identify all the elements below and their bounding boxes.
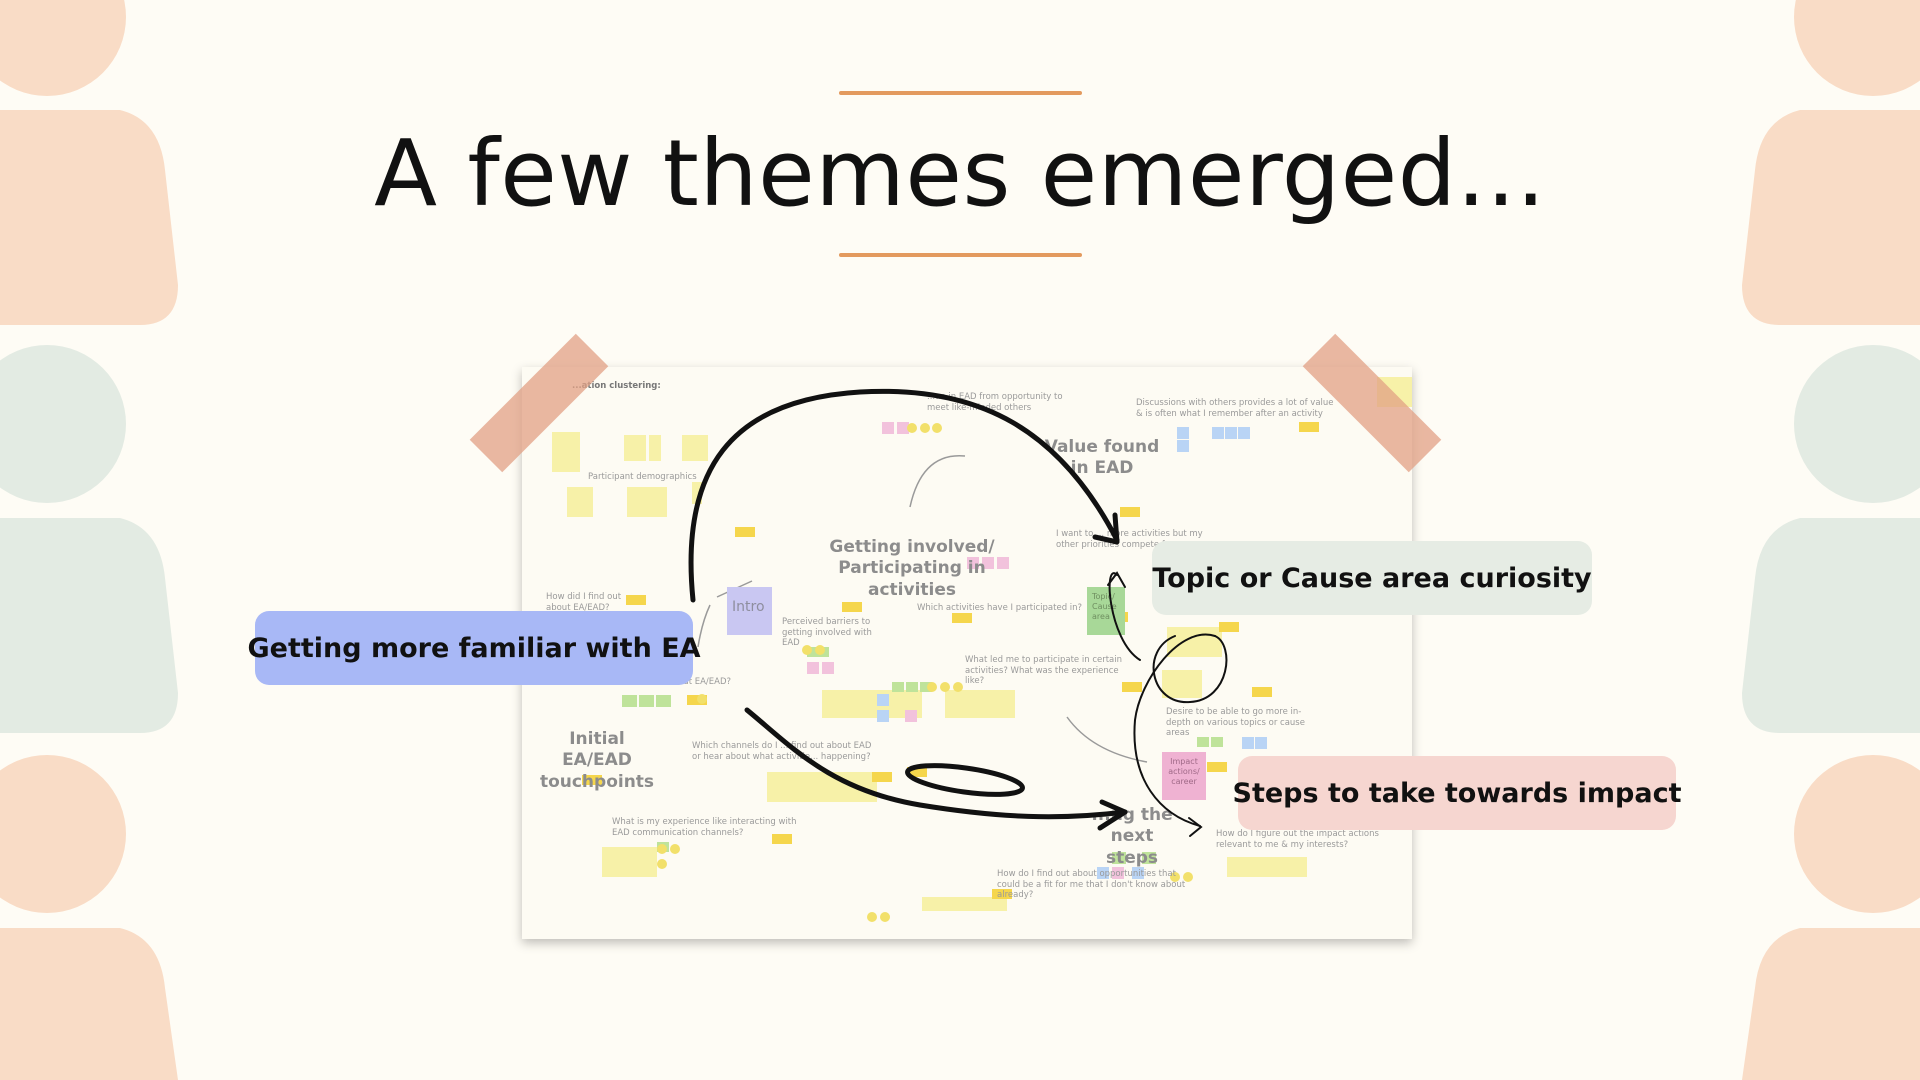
deco-circle-left-2 [0,345,126,503]
note-discussions: Discussions with others provides a lot o… [1136,398,1334,419]
note-topic-cause: Topic/ Cause area [1092,592,1117,621]
theme-pill-familiar: Getting more familiar with EA [247,611,701,685]
board-corner-label: ...ation clustering: [572,381,661,391]
theme-pill-impact: Steps to take towards impact [1233,756,1681,830]
note-intro: Intro [732,599,765,615]
note-what-led: What led me to participate in certain ac… [965,655,1123,687]
heading-initial-touchpoints: Initial EA/EAD touchpoints [539,729,655,792]
deco-circle-left-1 [0,0,126,96]
note-channels: Which channels do I ... find out about E… [692,741,872,762]
note-impact: Impact actions/ career [1168,757,1200,786]
heading-next-steps: ...ng the next steps [1091,805,1173,868]
page-title: A few themes emerged... [374,120,1546,227]
deco-blob-left-2 [0,518,178,733]
note-which-activities: Which activities have I participated in? [917,603,1083,613]
deco-blob-left-1 [0,110,178,325]
note-find-out: How did I find out about EA/EAD? [546,592,622,613]
title-rule-bottom [839,253,1082,257]
deco-circle-right-3 [1794,755,1920,913]
deco-circle-right-1 [1794,0,1920,96]
note-about-ead: ...out EA/EAD? [670,677,732,687]
deco-blob-right-2 [1742,518,1920,733]
deco-circle-left-3 [0,755,126,913]
deco-blob-right-3 [1742,928,1920,1080]
note-desire: Desire to be able to go more in-depth on… [1166,707,1305,739]
note-value-meet: ...ue in EAD from opportunity to meet li… [927,392,1063,413]
note-figure-out: How do I figure out the impact actions r… [1216,829,1379,850]
note-experience: What is my experience like interacting w… [612,817,797,838]
note-opportunities: How do I find out about opportunities th… [997,869,1186,901]
deco-circle-right-2 [1794,345,1920,503]
deco-blob-left-3 [0,928,178,1080]
heading-getting-involved: Getting involved/ Participating in activ… [829,537,995,600]
heading-value-found: Value found in EAD [1044,437,1160,479]
theme-pill-topic: Topic or Cause area curiosity [1152,541,1592,615]
note-barriers: Perceived barriers to getting involved w… [782,617,872,649]
note-participant-demographics: Participant demographics [588,472,697,482]
deco-blob-right-1 [1742,110,1920,325]
title-rule-top [839,91,1082,95]
